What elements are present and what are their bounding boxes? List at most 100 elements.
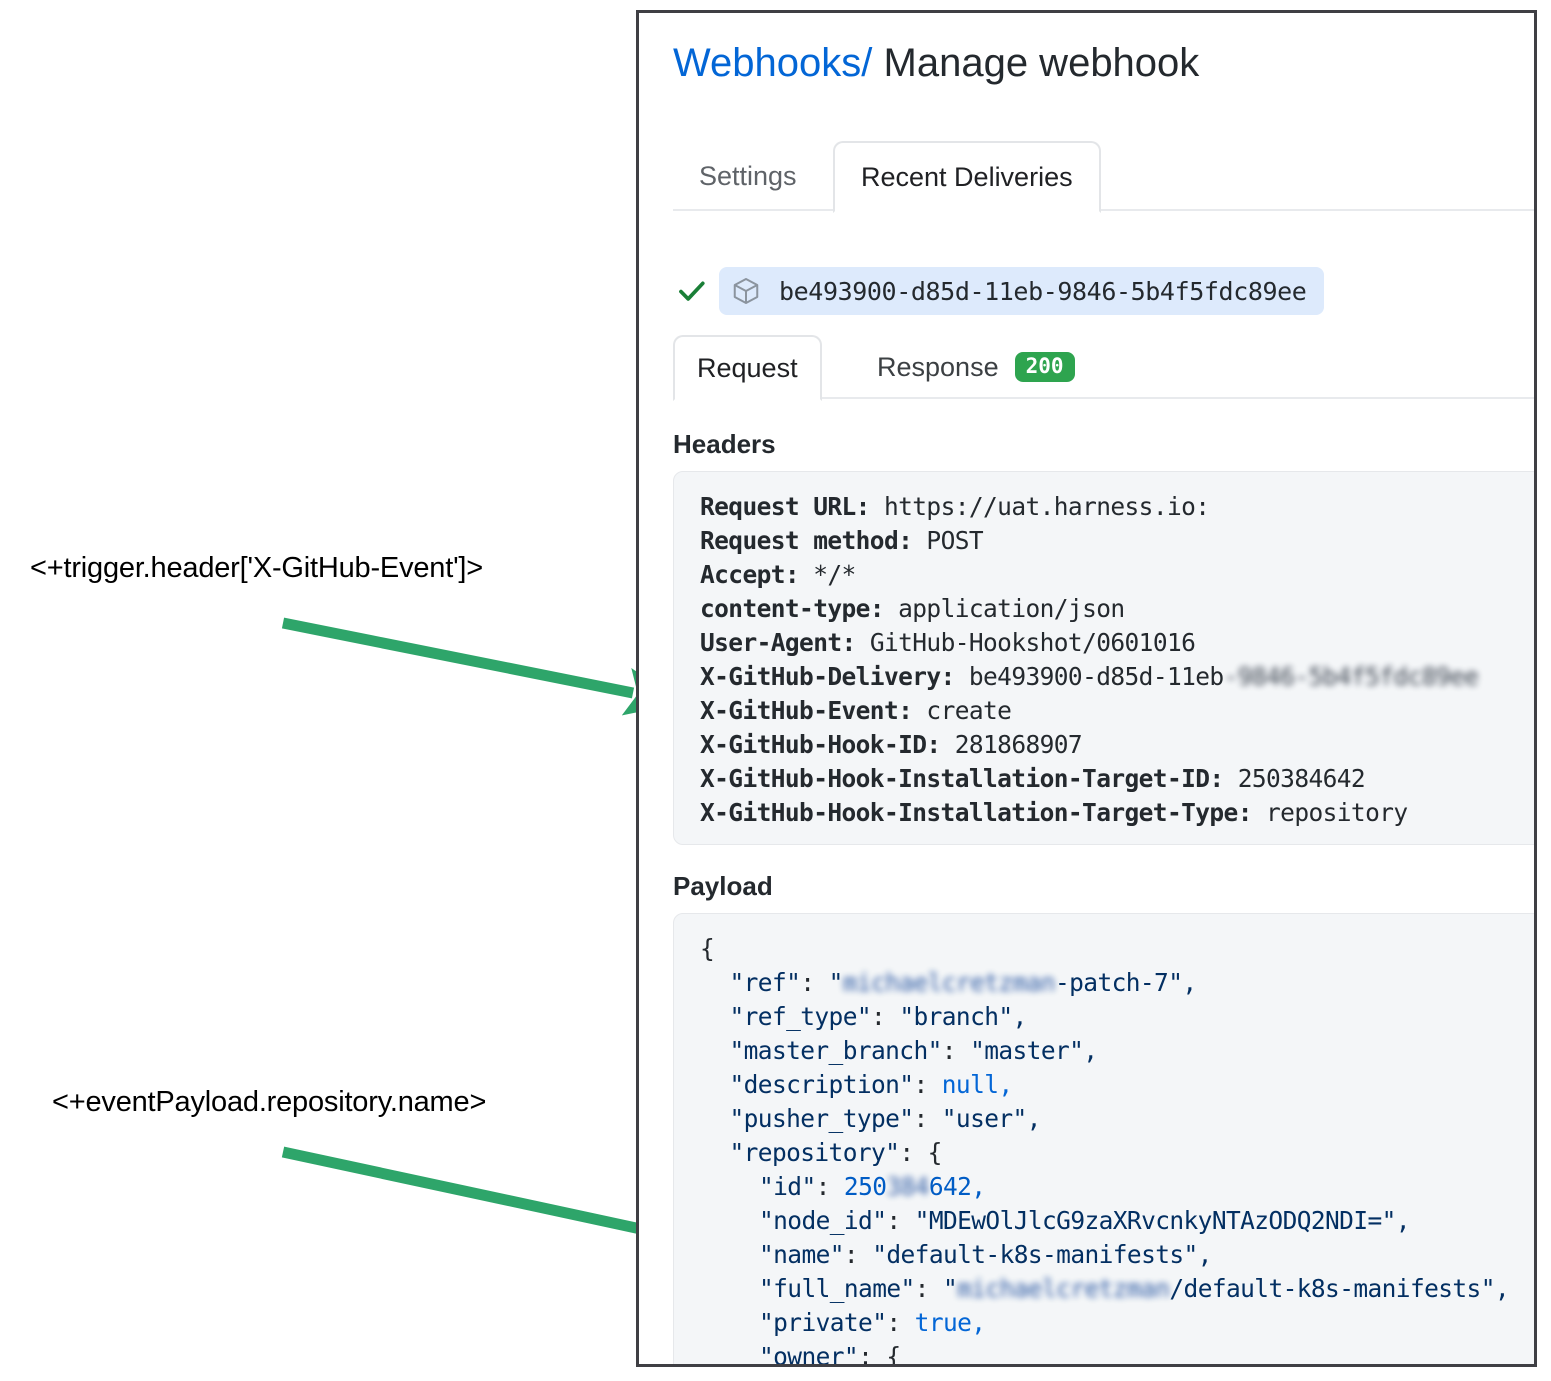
payload-colon: : xyxy=(913,1104,942,1133)
tab-settings[interactable]: Settings xyxy=(699,161,797,191)
payload-colon: : xyxy=(871,1002,900,1031)
header-value: 281868907 xyxy=(954,730,1083,759)
payload-line: "ref_type": "branch", xyxy=(700,1000,1530,1034)
payload-key: "full_name" xyxy=(759,1274,915,1303)
breadcrumb-separator: / xyxy=(861,41,873,85)
payload-colon: : xyxy=(815,1172,844,1201)
payload-colon: : xyxy=(886,1206,915,1235)
header-value: 250384642 xyxy=(1237,764,1366,793)
payload-colon: : xyxy=(858,1342,887,1367)
payload-colon: : xyxy=(886,1308,915,1337)
breadcrumb-current: Manage webhook xyxy=(883,41,1200,85)
payload-code-box: { "ref": "michaelcretzman-patch-7","ref_… xyxy=(673,913,1534,1367)
payload-lines: "ref": "michaelcretzman-patch-7","ref_ty… xyxy=(700,966,1530,1367)
status-badge: 200 xyxy=(1014,352,1075,382)
header-value: */* xyxy=(813,560,856,589)
payload-value: 250384642, xyxy=(844,1172,986,1201)
header-key: X-GitHub-Hook-ID: xyxy=(700,730,941,759)
payload-value: "user", xyxy=(941,1104,1042,1133)
headers-heading: Headers xyxy=(673,429,776,459)
header-value: application/json xyxy=(898,594,1125,623)
payload-line: "full_name": "michaelcretzman/default-k8… xyxy=(700,1272,1530,1306)
payload-colon: : xyxy=(843,1240,873,1269)
header-line: Request method: POST xyxy=(700,524,1530,558)
payload-value: { xyxy=(927,1138,943,1167)
payload-key: "owner" xyxy=(759,1342,859,1367)
header-line: Accept: */* xyxy=(700,558,1530,592)
payload-key: "master_branch" xyxy=(729,1036,943,1065)
annotation-label-trigger-header: <+trigger.header['X-GitHub-Event']> xyxy=(30,552,484,584)
payload-line: "id": 250384642, xyxy=(700,1170,1530,1204)
payload-value: true, xyxy=(914,1308,986,1337)
header-value: POST xyxy=(926,526,984,555)
header-key: User-Agent: xyxy=(700,628,856,657)
header-key: Request method: xyxy=(700,526,913,555)
payload-key: "id" xyxy=(759,1172,816,1201)
payload-line: "pusher_type": "user", xyxy=(700,1102,1530,1136)
cube-icon xyxy=(733,278,759,304)
header-key-x-github-event: X-GitHub-Event: xyxy=(700,696,913,725)
header-value: GitHub-Hookshot/0601016 xyxy=(869,628,1196,657)
header-line: X-GitHub-Hook-Installation-Target-Type: … xyxy=(700,796,1530,830)
request-response-tabs: Request Response 200 xyxy=(673,335,1534,401)
header-key: Accept: xyxy=(700,560,800,589)
header-key: X-GitHub-Hook-Installation-Target-ID: xyxy=(700,764,1224,793)
tab-request[interactable]: Request xyxy=(673,335,822,401)
headers-code-box: Request URL: https://uat.harness.io: Req… xyxy=(673,471,1534,845)
payload-line: "ref": "michaelcretzman-patch-7", xyxy=(700,966,1530,1000)
payload-key: "ref_type" xyxy=(729,1002,872,1031)
payload-colon: : xyxy=(941,1036,971,1065)
payload-key: "private" xyxy=(759,1308,887,1337)
panel-inner: Webhooks/ Manage webhook Settings Recent… xyxy=(639,13,1534,1367)
payload-heading: Payload xyxy=(673,871,773,901)
main-tabs: Settings Recent Deliveries xyxy=(673,141,1534,213)
payload-colon: : xyxy=(800,968,829,997)
payload-value: "default-k8s-manifests", xyxy=(872,1240,1212,1269)
payload-value: null, xyxy=(941,1070,1013,1099)
delivery-row[interactable]: be493900-d85d-11eb-9846-5b4f5fdc89ee xyxy=(675,263,1325,319)
payload-line: "node_id": "MDEwOlJlcG9zaXRvcnkyNTAzODQ2… xyxy=(700,1204,1530,1238)
payload-key: "pusher_type" xyxy=(729,1104,915,1133)
delivery-id-text: be493900-d85d-11eb-9846-5b4f5fdc89ee xyxy=(779,276,1307,306)
payload-value: "MDEwOlJlcG9zaXRvcnkyNTAzODQ2NDI=", xyxy=(914,1206,1411,1235)
header-line: content-type: application/json xyxy=(700,592,1530,626)
header-key: X-GitHub-Hook-Installation-Target-Type: xyxy=(700,798,1252,827)
header-key: content-type: xyxy=(700,594,885,623)
annotation-label-event-payload: <+eventPayload.repository.name> xyxy=(52,1086,487,1118)
payload-line: "description": null, xyxy=(700,1068,1530,1102)
payload-key: "ref" xyxy=(729,968,801,997)
header-line: X-GitHub-Hook-ID: 281868907 xyxy=(700,728,1530,762)
header-value: https://uat.harness.io: xyxy=(883,492,1210,521)
payload-key: "name" xyxy=(759,1240,845,1269)
payload-colon: : xyxy=(913,1070,942,1099)
redacted-text: 384 xyxy=(886,1172,929,1201)
tab-recent-deliveries[interactable]: Recent Deliveries xyxy=(833,141,1101,213)
payload-value: "michaelcretzman/default-k8s-manifests", xyxy=(943,1274,1510,1303)
payload-value: "master", xyxy=(970,1036,1098,1065)
webhook-panel: Webhooks/ Manage webhook Settings Recent… xyxy=(636,10,1537,1367)
payload-value: "branch", xyxy=(899,1002,1027,1031)
payload-colon: : xyxy=(914,1274,943,1303)
redacted-text: -9846-5b4f5fdc89ee xyxy=(1223,662,1479,691)
header-line-event: X-GitHub-Event: create xyxy=(700,694,1530,728)
payload-value: "michaelcretzman-patch-7", xyxy=(829,968,1198,997)
payload-line: "private": true, xyxy=(700,1306,1530,1340)
header-value: repository xyxy=(1266,798,1408,827)
header-value-redacted: be493900-d85d-11eb-9846-5b4f5fdc89ee xyxy=(969,662,1479,691)
delivery-id-pill[interactable]: be493900-d85d-11eb-9846-5b4f5fdc89ee xyxy=(719,267,1325,315)
header-line-delivery: X-GitHub-Delivery: be493900-d85d-11eb-98… xyxy=(700,660,1530,694)
redacted-text: michaelcretzman xyxy=(957,1274,1170,1303)
page-title: Webhooks/ Manage webhook xyxy=(673,41,1199,86)
header-key: X-GitHub-Delivery: xyxy=(700,662,955,691)
header-line: X-GitHub-Hook-Installation-Target-ID: 25… xyxy=(700,762,1530,796)
redacted-text: michaelcretzman xyxy=(842,968,1056,997)
payload-colon: : xyxy=(899,1138,928,1167)
tab-response[interactable]: Response 200 xyxy=(855,335,1097,399)
check-icon xyxy=(679,281,705,301)
payload-key: "description" xyxy=(729,1070,915,1099)
breadcrumb-link-webhooks[interactable]: Webhooks xyxy=(673,41,862,85)
payload-line: "owner": { xyxy=(700,1340,1530,1367)
header-value-x-github-event: create xyxy=(926,696,1012,725)
payload-line: "repository": { xyxy=(700,1136,1530,1170)
header-key: Request URL: xyxy=(700,492,870,521)
